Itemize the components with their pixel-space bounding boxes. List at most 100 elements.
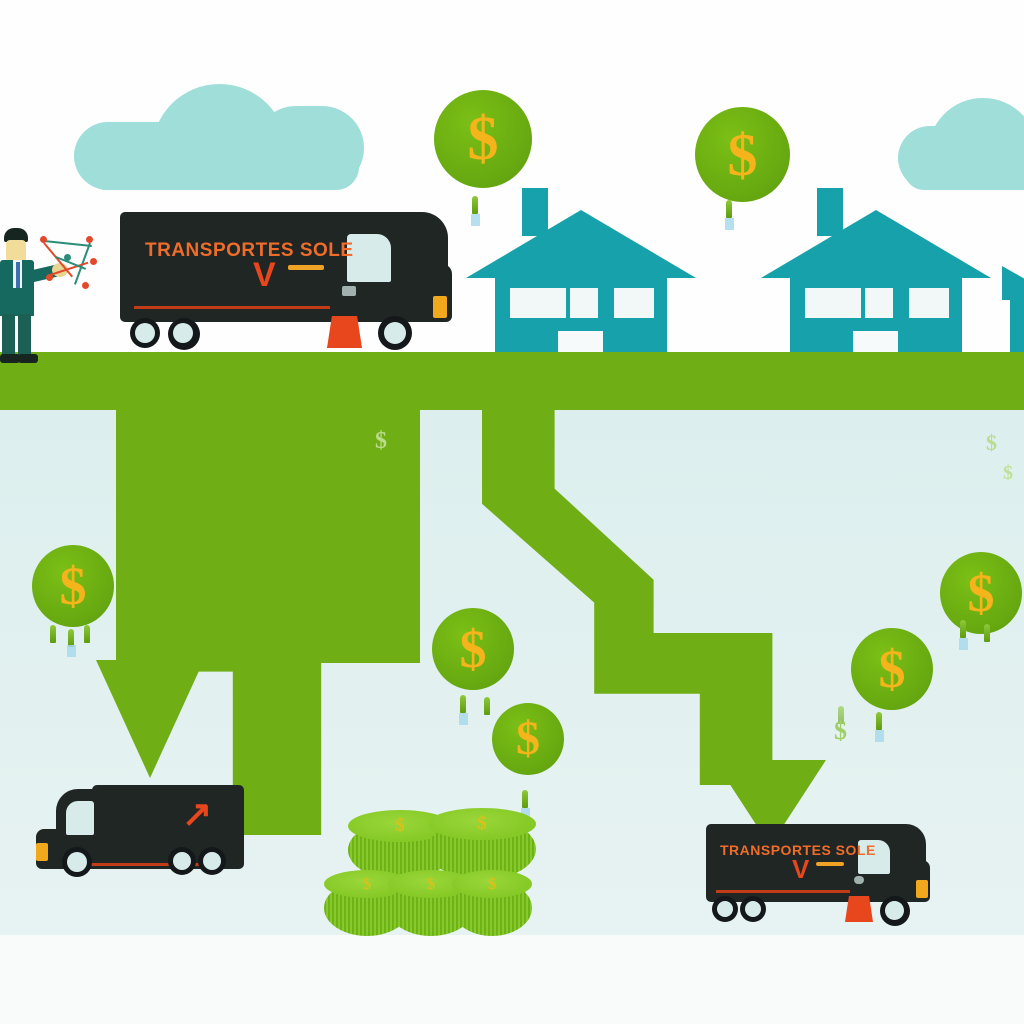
truck-wheel [712, 896, 738, 922]
truck-wheel [740, 896, 766, 922]
coin-stack-front-3-top: $ [452, 870, 532, 898]
dollar-sign: $ [727, 121, 758, 188]
leg [2, 314, 15, 358]
plant-leaf [838, 706, 844, 724]
hair [4, 228, 28, 242]
plant-under-right-2 [872, 712, 902, 746]
coin-stack-back-right-top: $ [428, 808, 536, 840]
faint-dollar-mark: $ [1003, 462, 1013, 484]
truck-fuel-tank [327, 316, 362, 348]
dollar-sign: $ [516, 712, 540, 765]
cloud-lobe [904, 150, 1024, 190]
coin-under-mid-2: $ [492, 703, 564, 775]
truck-side-stripe [716, 890, 850, 893]
leg [18, 314, 31, 358]
plant-leaf [472, 196, 478, 214]
coin-under-mid-1: $ [432, 608, 514, 690]
plant-pot [725, 218, 734, 230]
truck-logo-text: TRANSPORTES SOLE [145, 240, 354, 261]
coin-sky-2: $ [695, 107, 790, 202]
truck-side-mirror [342, 286, 356, 296]
dollar-sign: $ [467, 105, 499, 173]
house-window [570, 288, 598, 318]
network-node [40, 236, 47, 243]
house-window [805, 288, 861, 318]
truck-fuel-tank [845, 896, 873, 922]
faint-dollar-mark: $ [375, 428, 387, 454]
truck-logo-text: TRANSPORTES SOLE [720, 842, 876, 858]
coin-under-right-1: $ [940, 552, 1022, 634]
faint-dollar-mark: $ [986, 430, 997, 455]
plant-pot [67, 645, 76, 657]
truck-wheel [880, 896, 910, 926]
house-far-right-body [1010, 292, 1024, 358]
plant-sky-1 [468, 196, 498, 228]
ground-strip [0, 352, 1024, 410]
coin-under-right-2: $ [851, 628, 933, 710]
plant-leaf [984, 624, 990, 642]
plant-sky-2 [722, 200, 752, 234]
network-diagram [38, 232, 100, 290]
truck-windshield [347, 234, 391, 282]
truck-check-glyph: V [792, 854, 810, 884]
plant-leaf [68, 629, 74, 647]
businessman-with-network-diagram [0, 228, 104, 364]
truck-wheel [168, 318, 200, 350]
cloud-left [74, 84, 364, 190]
house-center [466, 188, 696, 361]
dollar-sign: $ [878, 639, 906, 699]
coin-sky-1: $ [434, 90, 532, 188]
truck-side-stripe [80, 863, 220, 866]
plant-leaf [460, 695, 466, 713]
truck-headlight [916, 880, 928, 898]
plant-leaf [50, 625, 56, 643]
truck-check-glyph: V [253, 256, 276, 294]
necktie [16, 262, 20, 288]
faint-dollar-mark: $ [834, 716, 847, 745]
cloud-lobe [84, 144, 359, 190]
plant-leaf [522, 790, 528, 808]
network-node [86, 236, 93, 243]
bottom-white-margin [0, 935, 1024, 1024]
truck-wheel [62, 847, 92, 877]
plant-leaf [84, 625, 90, 643]
plant-pot [959, 638, 968, 650]
truck-wheel [130, 318, 160, 348]
dollar-sign: $ [967, 563, 995, 623]
house-roof [761, 210, 991, 278]
truck-headlight [36, 843, 48, 861]
house-window [510, 288, 566, 318]
head [6, 240, 26, 262]
house-window [865, 288, 893, 318]
truck-side-mirror [854, 876, 864, 884]
coin-stack-group: $ $ $ $ $ [322, 808, 536, 936]
plant-pot [459, 713, 468, 725]
truck-bottom-left[interactable]: ↗ [22, 785, 248, 895]
plant-pot [471, 214, 480, 226]
house-window [614, 288, 654, 318]
plant-leaf [960, 620, 966, 638]
network-node [90, 258, 97, 265]
shoe [0, 354, 20, 363]
plant-under-mid [458, 695, 498, 729]
plant-under-right-1 [958, 620, 998, 654]
truck-windshield [858, 840, 890, 874]
truck-bottom-right[interactable]: TRANSPORTES SOLE V [706, 824, 930, 934]
coin-under-left: $ [32, 545, 114, 627]
plant-under-left [50, 625, 96, 659]
plant-leaf [876, 712, 882, 730]
network-edge [43, 240, 92, 248]
plant-pot [875, 730, 884, 742]
plant-under-extra [836, 706, 860, 736]
truck-logo-dash [816, 862, 844, 866]
network-node [64, 254, 71, 261]
truck-logo-dash [288, 265, 324, 270]
plant-leaf [726, 200, 732, 218]
truck-windshield [66, 801, 94, 835]
truck-wheel [168, 847, 196, 875]
dollar-sign: $ [459, 619, 487, 679]
truck-top[interactable]: TRANSPORTES SOLE V [120, 212, 455, 354]
house-roof [466, 210, 696, 278]
house-right [761, 188, 991, 361]
